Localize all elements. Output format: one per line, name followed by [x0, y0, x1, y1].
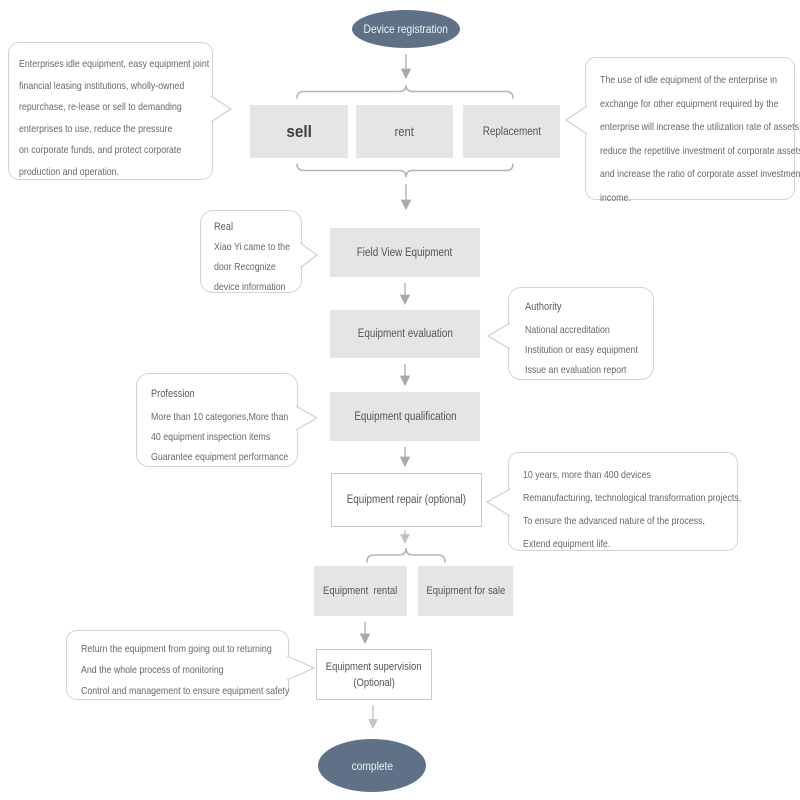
field-view-label: Field View Equipment	[357, 246, 453, 259]
callout-line: on corporate funds, and protect corporat…	[19, 144, 182, 156]
callout-line: And the whole process of monitoring	[81, 664, 224, 676]
process-box-evaluation: Equipment evaluation	[330, 310, 480, 358]
callout-pointer-idle-equipment	[210, 95, 233, 123]
callout-line: repurchase, re-lease or sell to demandin…	[19, 101, 182, 113]
option-box-rent: rent	[356, 105, 453, 158]
brace-below-options	[296, 163, 514, 178]
callout-line: National accreditation	[525, 324, 610, 336]
process-box-rental: Equipment rental	[314, 566, 407, 616]
callout-pointer-repair-detail	[485, 488, 511, 517]
start-node-label: Device registration	[363, 22, 449, 36]
callout-pointer-authority	[486, 322, 511, 350]
rental-label: Equipment rental	[323, 585, 398, 597]
supervision-label-line1: Equipment supervision	[326, 660, 422, 673]
callout-pointer-real	[299, 242, 319, 269]
callout-line: More than 10 categories,More than	[151, 411, 289, 423]
qualification-label: Equipment qualification	[353, 410, 457, 423]
callout-pointer-supervision-detail	[286, 655, 316, 681]
callout-line: Extend equipment life.	[523, 538, 611, 550]
callout-line: Remanufacturing, technological transform…	[523, 492, 742, 504]
sell-label: sell	[286, 121, 312, 141]
callout-line: The use of idle equipment of the enterpr…	[600, 74, 778, 86]
callout-line: reduce the repetitive investment of corp…	[600, 144, 800, 157]
callout-line: and increase the ratio of corporate asse…	[600, 168, 800, 180]
callout-line: enterprise will increase the utilization…	[600, 121, 800, 133]
callout-line: 40 equipment inspection items	[151, 431, 271, 443]
callout-real: Real Xiao Yi came to the door Recognize …	[200, 210, 302, 293]
process-box-repair-optional: Equipment repair (optional)	[331, 473, 482, 527]
callout-replacement-benefit: The use of idle equipment of the enterpr…	[585, 57, 800, 204]
callout-line: Xiao Yi came to the	[214, 241, 291, 253]
replacement-label: Replacement	[482, 125, 541, 138]
brace-above-options	[296, 84, 514, 99]
callout-line: Issue an evaluation report	[525, 364, 627, 376]
callout-title: Profession	[151, 388, 195, 400]
callout-line: financial leasing institutions, wholly-o…	[19, 79, 185, 92]
callout-pointer-profession	[295, 405, 319, 431]
callout-line: door Recognize	[214, 261, 276, 273]
callout-title: Authority	[525, 301, 562, 313]
callout-line: Guarantee equipment performance	[151, 451, 289, 463]
callout-line: Control and management to ensure equipme…	[81, 685, 290, 697]
callout-line: 10 years, more than 400 devices	[523, 469, 651, 481]
callout-line: income.	[600, 191, 631, 204]
callout-profession: Profession More than 10 categories,More …	[136, 373, 298, 467]
callout-line: Institution or easy equipment	[525, 344, 638, 356]
callout-repair-detail: 10 years, more than 400 devices Remanufa…	[508, 452, 742, 551]
callout-authority: Authority National accreditation Institu…	[508, 287, 654, 380]
repair-label: Equipment repair (optional)	[346, 494, 467, 506]
process-box-field-view: Field View Equipment	[330, 228, 480, 277]
callout-idle-equipment: Enterprises idle equipment, easy equipme…	[8, 42, 213, 180]
callout-line: exchange for other equipment required by…	[600, 97, 779, 110]
process-box-qualification: Equipment qualification	[330, 392, 480, 441]
process-box-for-sale: Equipment for sale	[418, 566, 513, 616]
process-box-supervision-optional: Equipment supervision (Optional)	[316, 649, 432, 700]
callout-title: Real	[214, 221, 234, 233]
option-box-replacement: Replacement	[463, 105, 560, 158]
evaluation-label: Equipment evaluation	[357, 328, 453, 340]
option-box-sell: sell	[250, 105, 348, 158]
callout-line: enterprises to use, reduce the pressure	[19, 122, 173, 135]
callout-line: To ensure the advanced nature of the pro…	[523, 515, 705, 527]
rent-label: rent	[394, 124, 415, 139]
start-node-device-registration: Device registration	[352, 10, 460, 48]
callout-pointer-replacement-benefit	[564, 105, 588, 135]
end-node-complete: complete	[318, 739, 426, 792]
brace-above-outputs	[366, 547, 446, 563]
callout-line: Enterprises idle equipment, easy equipme…	[19, 58, 210, 70]
callout-line: device information	[214, 281, 286, 293]
callout-line: Return the equipment from going out to r…	[81, 643, 272, 655]
supervision-label-line2: (Optional)	[353, 676, 395, 689]
callout-supervision-detail: Return the equipment from going out to r…	[66, 630, 289, 700]
for-sale-label: Equipment for sale	[426, 585, 505, 597]
end-node-label: complete	[351, 758, 393, 773]
callout-line: production and operation.	[19, 165, 120, 178]
